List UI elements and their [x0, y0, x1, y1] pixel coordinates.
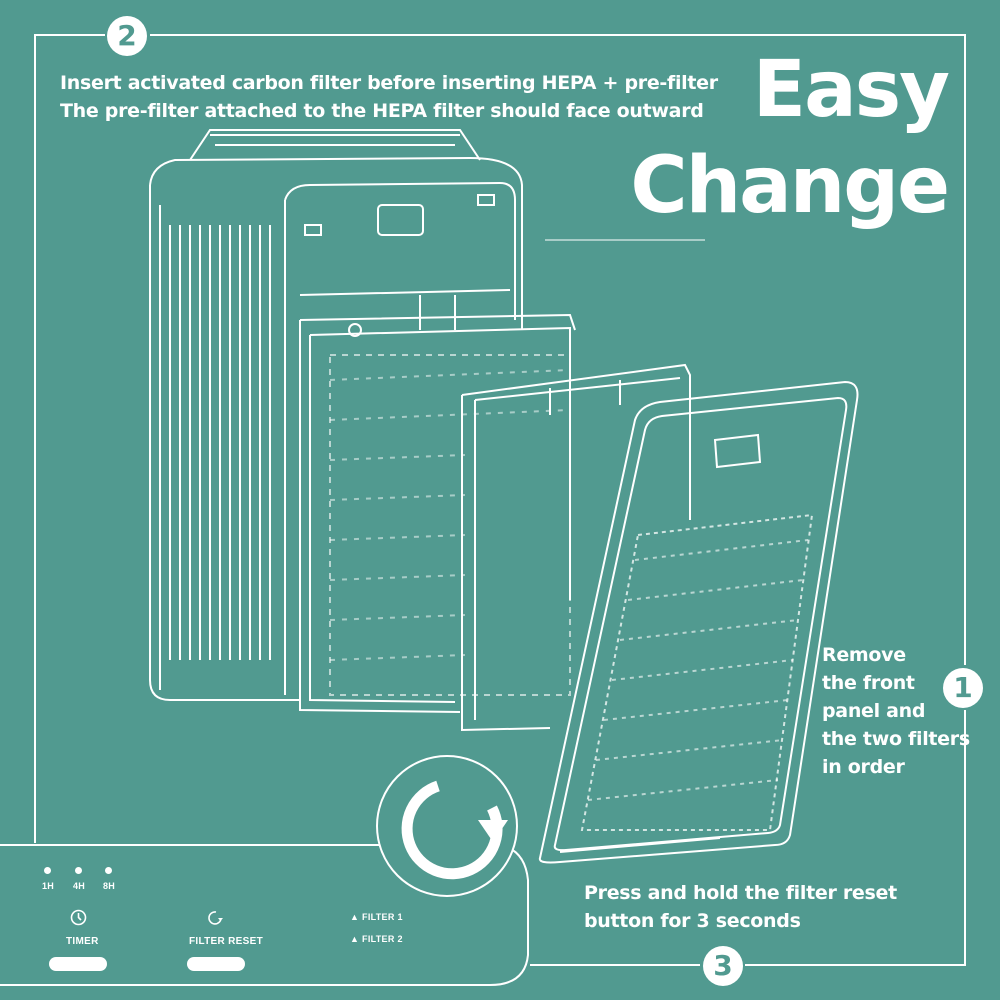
timer-option-label: 4H — [73, 881, 86, 891]
timer-led-1h — [44, 867, 51, 874]
front-panel — [538, 380, 859, 864]
step-1-instructions: Remove the front panel and the two filte… — [822, 641, 970, 781]
hepa-filter — [461, 363, 691, 732]
step-3-line-2: button for 3 seconds — [584, 910, 801, 932]
title-line-1: Easy — [752, 45, 950, 135]
title-line-2: Change — [630, 141, 950, 231]
filter-2-indicator: ▲ FILTER 2 — [350, 934, 403, 944]
page-title: Easy Change — [630, 42, 950, 234]
step-1-line: panel and — [822, 700, 926, 722]
step-3-line-1: Press and hold the filter reset — [584, 882, 897, 904]
timer-led-4h — [75, 867, 82, 874]
step-2-line-1: Insert activated carbon filter before in… — [60, 72, 718, 94]
carbon-filter — [299, 313, 576, 713]
timer-option-label: 1H — [42, 881, 55, 891]
purifier-body — [149, 129, 523, 701]
step-2-line-2: The pre-filter attached to the HEPA filt… — [60, 100, 704, 122]
step-1-badge: 1 — [943, 668, 983, 708]
step-2-instructions: Insert activated carbon filter before in… — [60, 69, 718, 125]
step-1-line: in order — [822, 756, 905, 778]
timer-label: TIMER — [66, 936, 99, 947]
rotate-arrow-icon — [401, 780, 503, 880]
reset-icon — [208, 911, 223, 925]
timer-option-label: 8H — [103, 881, 116, 891]
step-1-line: Remove — [822, 644, 906, 666]
step-3-instructions: Press and hold the filter reset button f… — [584, 879, 897, 935]
step-2-badge: 2 — [107, 16, 147, 56]
filter-2-label: FILTER 2 — [362, 934, 403, 944]
step-3-badge: 3 — [703, 946, 743, 986]
filter-1-label: FILTER 1 — [362, 912, 403, 922]
step-1-line: the front — [822, 672, 915, 694]
step-1-line: the two filters — [822, 728, 970, 750]
frame — [34, 34, 966, 966]
filter-reset-label: FILTER RESET — [189, 936, 263, 947]
warning-triangle-icon: ▲ — [350, 934, 360, 944]
filter-reset-button[interactable] — [187, 957, 245, 971]
filter-1-indicator: ▲ FILTER 1 — [350, 912, 403, 922]
warning-triangle-icon: ▲ — [350, 912, 360, 922]
timer-button[interactable] — [49, 957, 107, 971]
clock-icon — [70, 909, 87, 926]
timer-led-8h — [105, 867, 112, 874]
